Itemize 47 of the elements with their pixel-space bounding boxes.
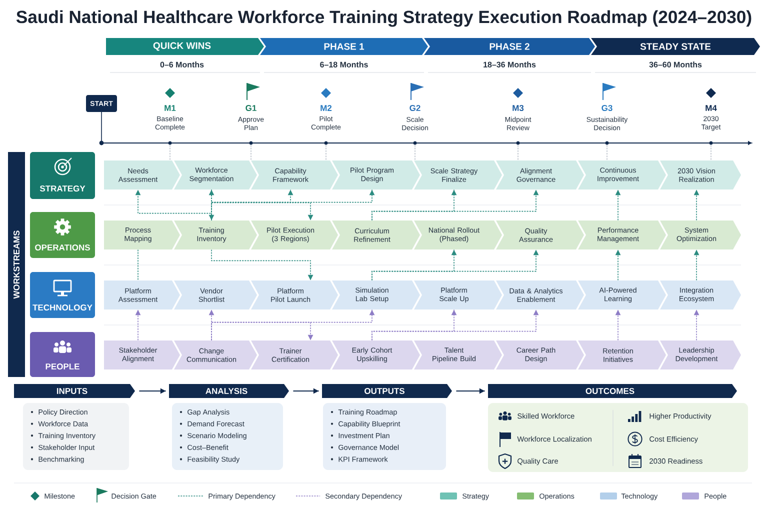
milestone-code: M1 bbox=[164, 105, 176, 111]
arrow bbox=[138, 388, 166, 394]
arrow bbox=[615, 189, 621, 221]
milestone-code: G2 bbox=[410, 105, 420, 111]
section-banner: ANALYSIS bbox=[169, 384, 289, 398]
arrow bbox=[372, 189, 539, 221]
connector-line bbox=[414, 144, 416, 161]
phase-banner: PHASE 2 bbox=[424, 38, 595, 55]
arrow bbox=[211, 189, 375, 221]
arrow bbox=[211, 322, 314, 341]
milestone-code: M2 bbox=[320, 105, 332, 111]
title: Saudi National Healthcare Workforce Training Strategy Execution Roadmap (2024–2030) bbox=[16, 10, 752, 27]
category-box: PEOPLE bbox=[30, 332, 95, 377]
section-banner: OUTCOMES bbox=[488, 384, 737, 398]
connector-line bbox=[710, 144, 712, 161]
phase-banner: STEADY STATE bbox=[591, 38, 760, 55]
arrow bbox=[211, 249, 314, 281]
arrow bbox=[694, 309, 700, 341]
workstreams-band: WORKSTREAMS bbox=[8, 152, 25, 377]
milestone-code: G1 bbox=[246, 105, 256, 111]
category-box: STRATEGY bbox=[30, 152, 95, 199]
phase-banner: QUICK WINS bbox=[106, 38, 264, 55]
duration-label: 36–60 Months bbox=[649, 62, 702, 68]
category-box: TECHNOLOGY bbox=[30, 272, 95, 318]
arrow bbox=[208, 189, 214, 221]
arrow bbox=[615, 249, 621, 281]
milestone-code: G3 bbox=[602, 105, 612, 112]
category-box: OPERATIONS bbox=[30, 212, 95, 258]
duration-label: 0–6 Months bbox=[160, 62, 204, 68]
arrow bbox=[211, 189, 314, 221]
connector-line bbox=[250, 144, 252, 161]
arrow bbox=[135, 309, 141, 341]
duration-label: 18–36 Months bbox=[484, 62, 536, 68]
section-banner: OUTPUTS bbox=[322, 384, 452, 398]
section-banner: INPUTS bbox=[14, 384, 135, 398]
arrow bbox=[615, 309, 621, 341]
arrow bbox=[372, 249, 539, 281]
arrow bbox=[372, 309, 539, 341]
arrow bbox=[694, 189, 700, 221]
duration-label: 6–18 Months bbox=[320, 62, 368, 68]
phase-banner: PHASE 1 bbox=[260, 38, 428, 55]
arrow bbox=[292, 388, 320, 394]
arrow bbox=[456, 388, 486, 394]
milestone-code: M4 bbox=[706, 105, 717, 111]
arrow bbox=[694, 249, 700, 281]
milestone-code: M3 bbox=[512, 105, 524, 112]
connector-line bbox=[606, 144, 608, 161]
